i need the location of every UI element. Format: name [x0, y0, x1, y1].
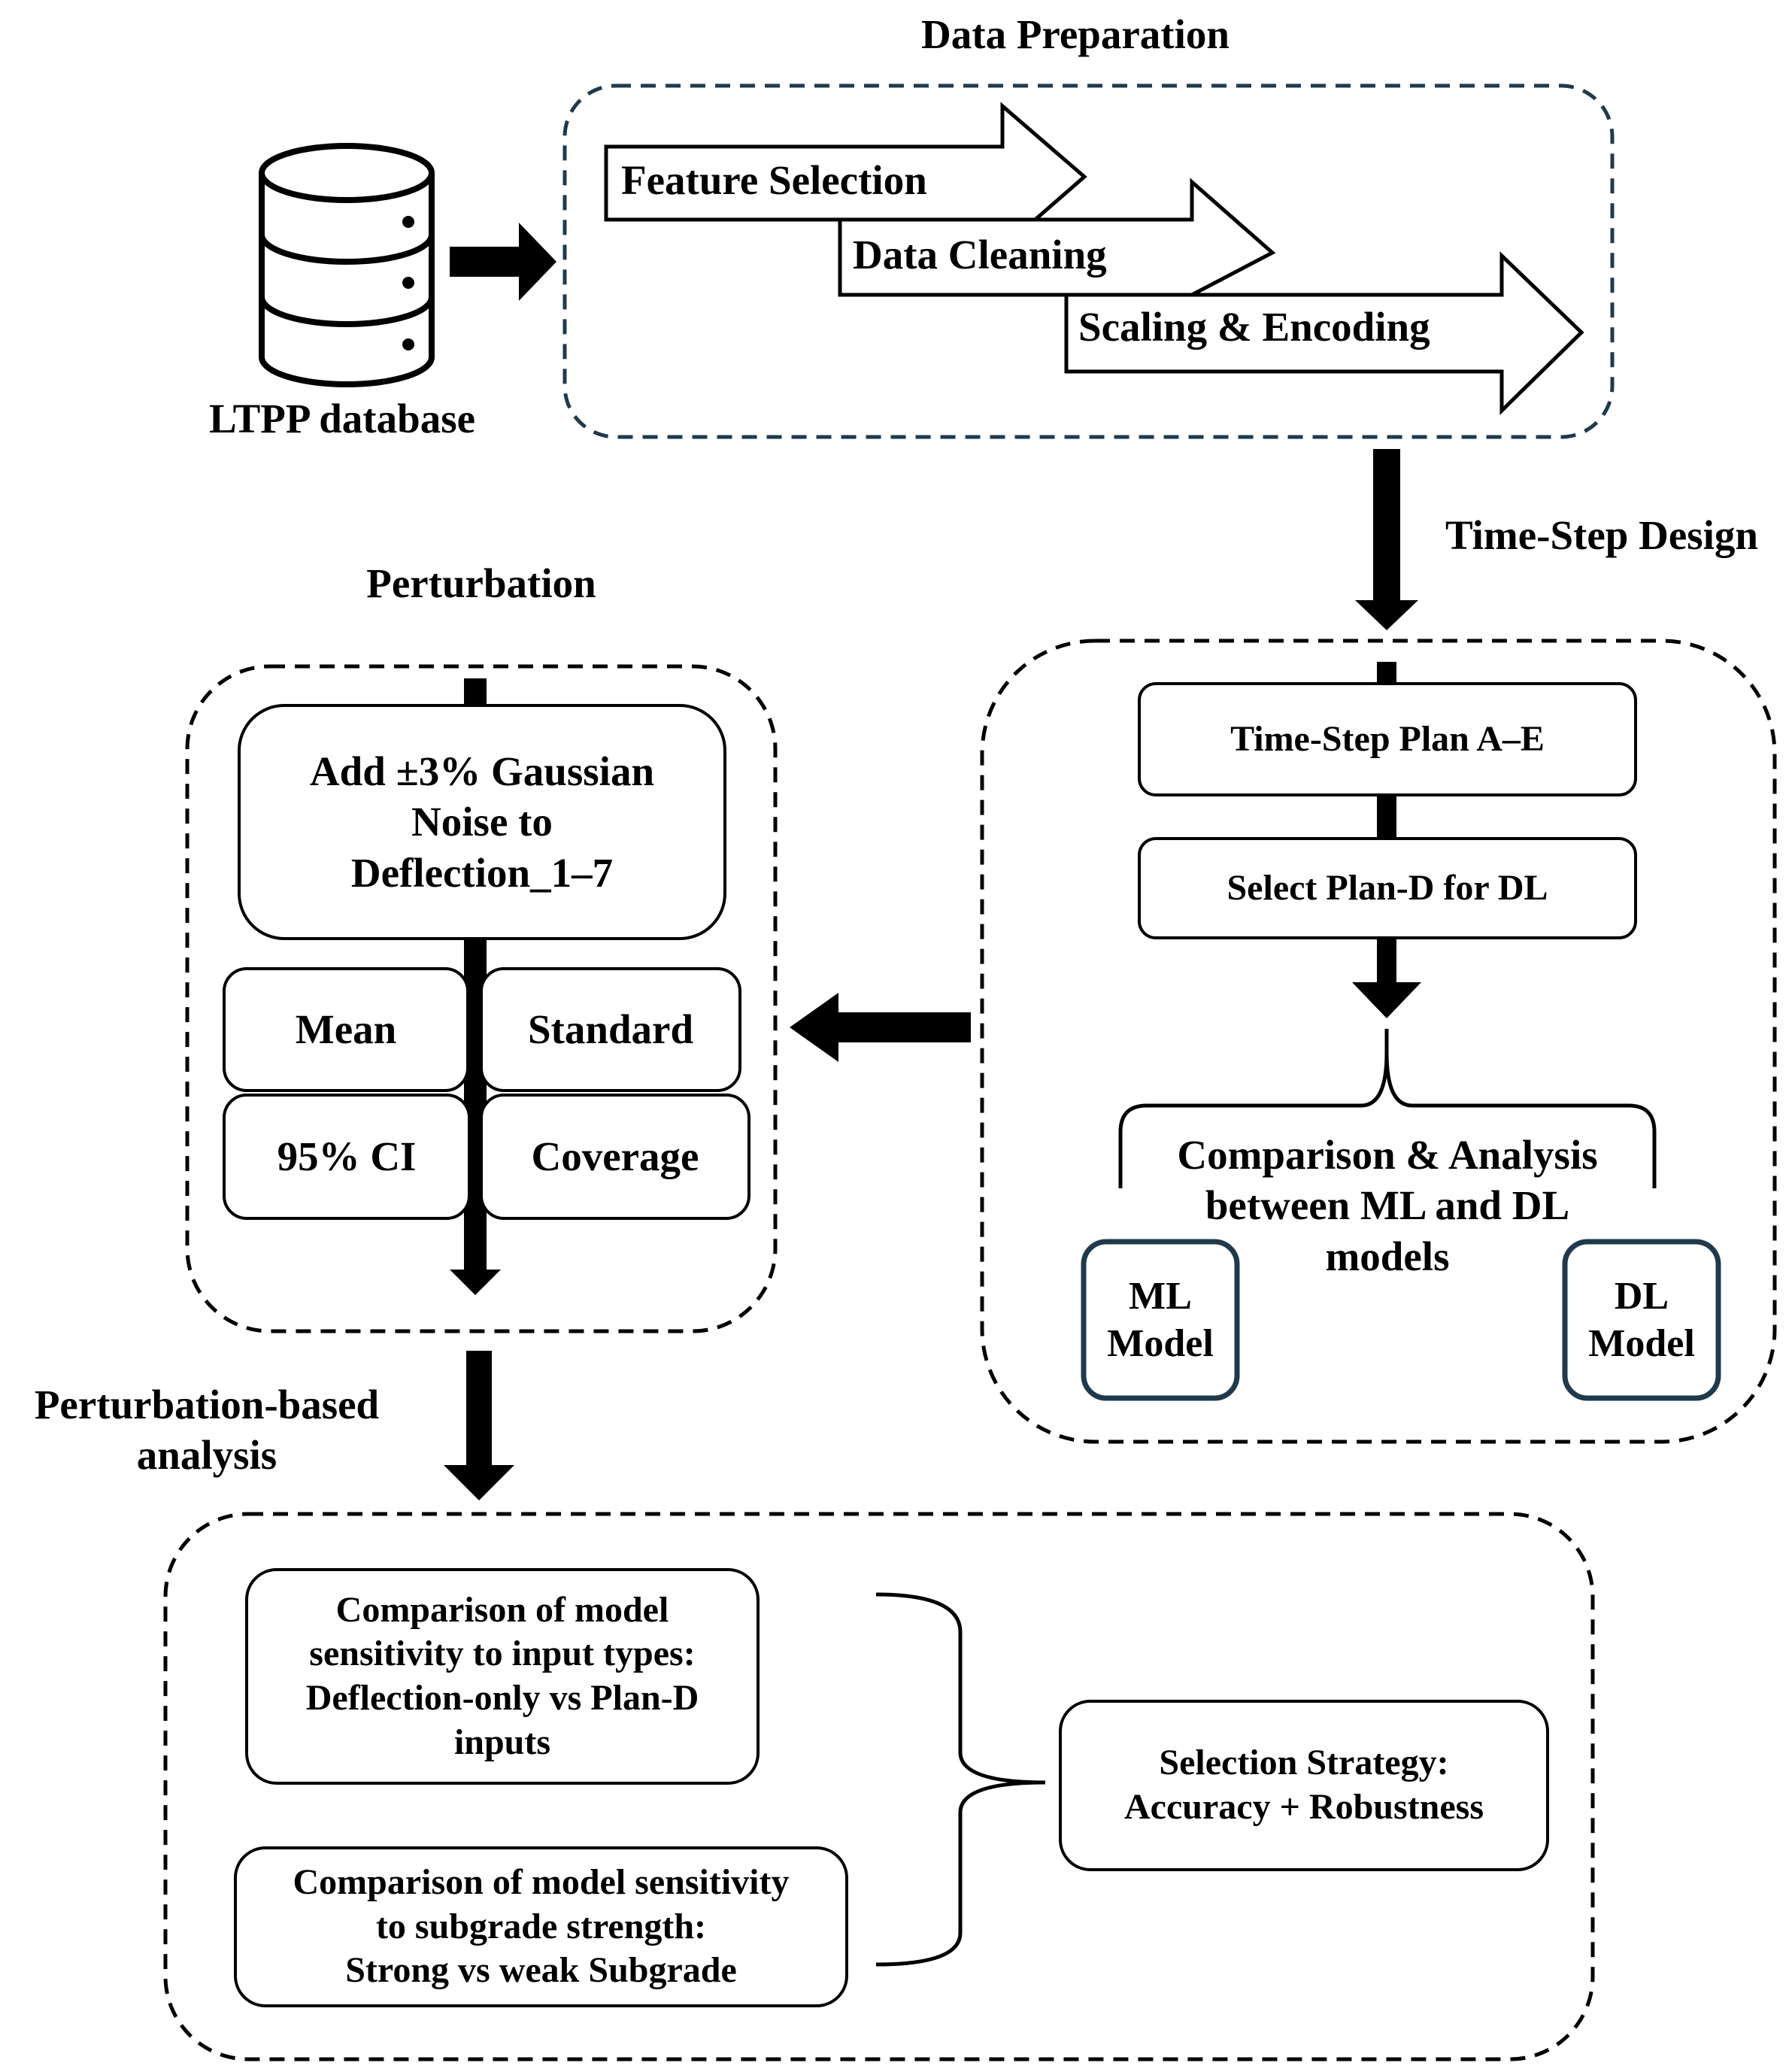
metric-box-coverage — [480, 1094, 750, 1220]
arrow-db-to-prep — [450, 223, 556, 301]
perturbation-analysis-title: Perturbation-based analysis — [34, 1381, 380, 1478]
metric-box-standard — [480, 967, 741, 1092]
time-step-box — [980, 639, 1777, 1444]
noise-box — [238, 704, 726, 940]
data-preparation-box — [562, 83, 1615, 439]
perturbation-title: Perturbation — [366, 560, 596, 607]
metric-box-ci — [223, 1094, 471, 1220]
comparison-brace — [1118, 1029, 1657, 1188]
perturbation-spine-head — [450, 1270, 501, 1295]
perturbation-box — [185, 664, 778, 1333]
strategy-box — [1059, 1700, 1549, 1871]
ml-model-label: ML Model — [1107, 1274, 1214, 1365]
metric-mean-label: Mean — [295, 1006, 397, 1053]
arrow-select-to-comparison — [1352, 938, 1421, 1018]
input-types-box — [245, 1568, 760, 1785]
metric-coverage-label: Coverage — [531, 1133, 699, 1180]
analysis-brace — [875, 1592, 1046, 1967]
metric-ci-label: 95% CI — [277, 1133, 417, 1180]
prep-arrow-feature-selection — [604, 102, 1087, 253]
data-preparation-title: Data Preparation — [921, 11, 1230, 58]
select-box — [1138, 837, 1637, 939]
plan-box — [1138, 682, 1637, 796]
noise-label: Add ±3% Gaussian Noise to Deflection_1–7 — [309, 748, 655, 896]
ml-model-box — [1081, 1239, 1240, 1401]
arrow-perturbation-to-analysis — [444, 1351, 514, 1500]
database-label: LTPP database — [208, 396, 476, 442]
connector-plan-to-select — [1377, 795, 1396, 839]
strategy-label: Selection Strategy: Accuracy + Robustnes… — [1123, 1743, 1484, 1827]
time-step-design-title: Time-Step Design — [1445, 512, 1759, 559]
scaling-encoding-label: Scaling & Encoding — [1078, 304, 1430, 350]
dl-model-label: DL Model — [1588, 1274, 1695, 1365]
select-box-label: Select Plan-D for DL — [1227, 867, 1548, 908]
perturbation-spine-top — [464, 678, 487, 705]
arrow-prep-to-timestep — [1355, 449, 1418, 630]
comparison-label: Comparison & Analysis between ML and DL … — [1177, 1132, 1598, 1279]
prep-arrow-data-cleaning — [838, 177, 1276, 297]
subgrade-box — [234, 1846, 848, 2007]
metric-standard-label: Standard — [527, 1006, 694, 1053]
metric-box-mean — [223, 967, 469, 1092]
subgrade-label: Comparison of model sensitivity to subgr… — [293, 1862, 790, 1991]
arrow-timestep-to-perturbation — [790, 993, 971, 1062]
dl-model-box — [1562, 1239, 1721, 1401]
feature-selection-label: Feature Selection — [621, 157, 927, 204]
database-icon — [259, 143, 435, 387]
analysis-box — [163, 1512, 1595, 2061]
connector-timestep-top — [1377, 662, 1396, 684]
plan-box-label: Time-Step Plan A–E — [1230, 718, 1545, 759]
prep-arrow-scaling-encoding — [1064, 251, 1584, 415]
data-cleaning-label: Data Cleaning — [853, 232, 1107, 278]
input-types-label: Comparison of model sensitivity to input… — [305, 1589, 699, 1762]
